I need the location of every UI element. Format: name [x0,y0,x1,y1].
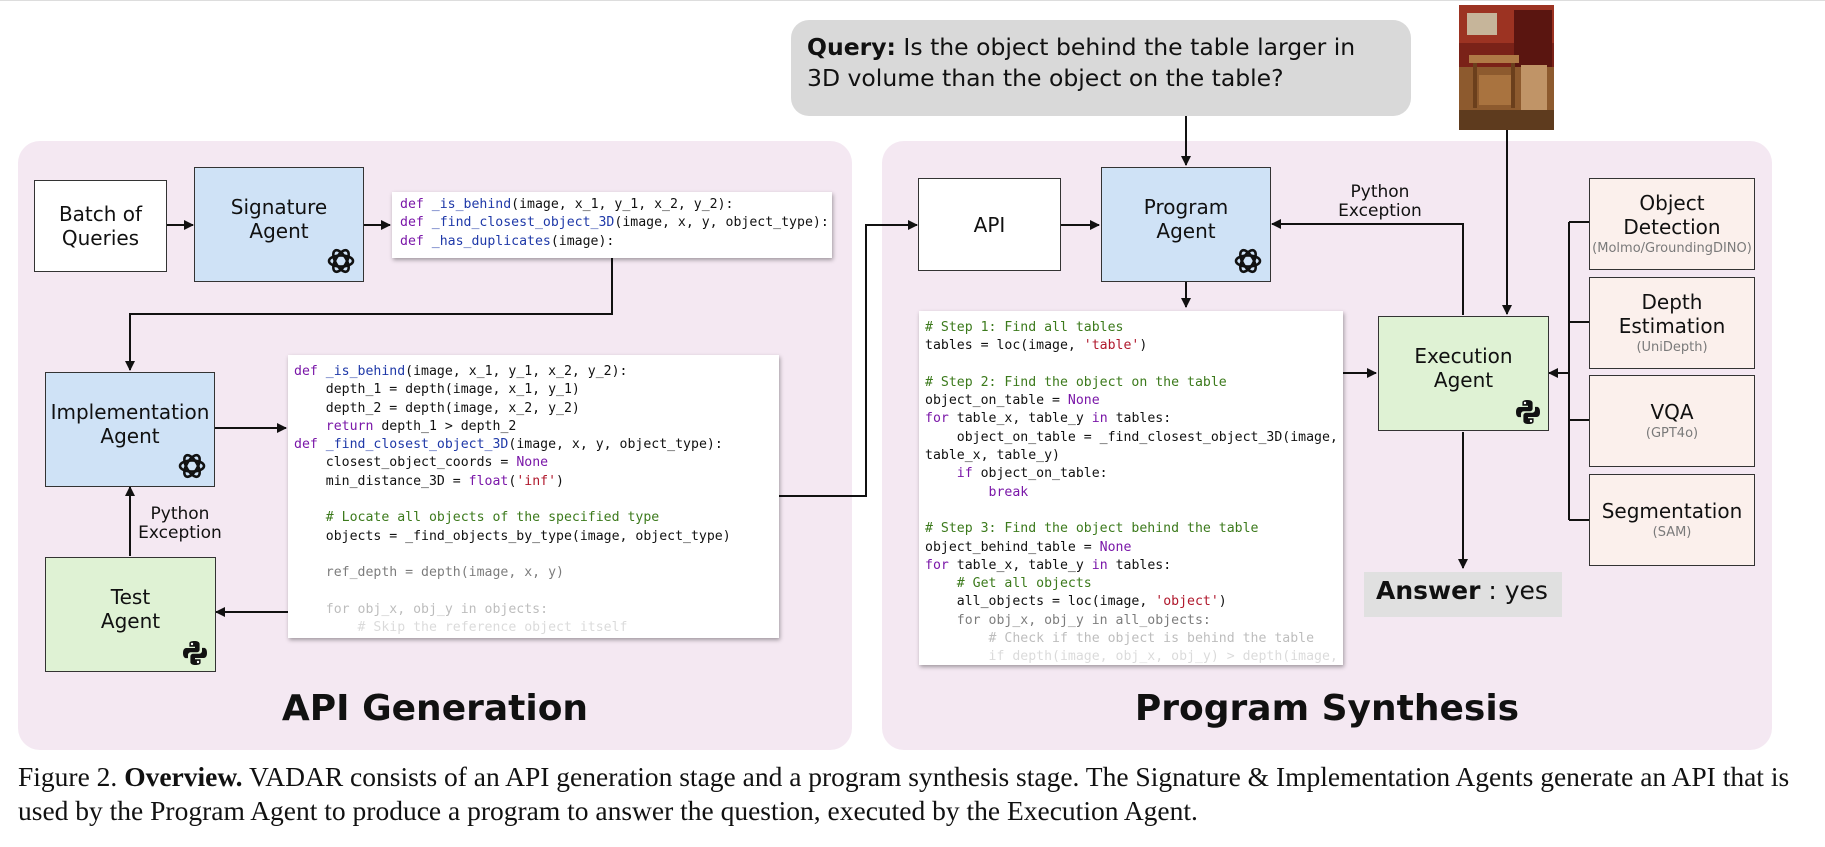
implementation-code-line: for obj_x, obj_y in objects: [294,601,549,617]
answer-value: : yes [1480,576,1548,605]
program-code-line: object_on_table = None [925,393,1100,409]
program-code-line: all_objects = loc(image, 'object') [925,594,1227,610]
implementation-code-line [294,546,773,564]
caption-prefix: Figure 2. [18,761,125,792]
implementation-code-line: min_distance_3D = float('inf') [294,473,564,489]
python-logo-icon [183,641,207,665]
arrow-code-to-implementation [125,258,613,371]
program-code-line: break [925,484,1029,500]
implementation-code-line: depth_2 = depth(image, x_2, y_2) [294,400,580,416]
top-border [0,0,1825,1]
signature-code-snippet: def _is_behind(image, x_1, y_1, x_2, y_2… [392,192,832,258]
query-text: Is the object behind the table larger in… [807,33,1356,92]
implementation-agent-box: Implementation Agent [45,372,215,487]
arrow-execution-to-program [1271,219,1464,315]
arrow-code-to-api [778,220,918,497]
implementation-agent-label: Implementation Agent [50,399,210,448]
batch-of-queries-box: Batch of Queries [34,180,167,272]
implementation-code-line [294,583,773,601]
batch-of-queries-label: Batch of Queries [58,202,143,250]
tool-name: VQA [1650,400,1694,425]
api-label: API [973,212,1006,237]
implementation-code-line: def _find_closest_object_3D(image, x, y,… [294,437,723,453]
program-code-line: # Step 1: Find all tables [925,320,1124,335]
implementation-code-line: return depth_1 > depth_2 [294,418,517,434]
api-box: API [918,178,1061,271]
signature-agent-label: Signature Agent [230,194,328,243]
program-code-line: table_x, table_y) [925,448,1060,464]
left-python-exception-label: Python Exception [138,504,222,543]
program-code-line: object_on_table = _find_closest_object_3… [925,429,1338,445]
program-code-line: if object_on_table: [925,466,1108,482]
signature-agent-box: Signature Agent [194,167,364,282]
execution-agent-box: Execution Agent [1378,316,1549,431]
caption-bold: Overview. [124,761,243,792]
program-code-line: tables = loc(image, 'table') [925,338,1148,354]
program-code-line: # Get all objects [925,576,1092,592]
tool-object-detection: Object Detection (Molmo/GroundingDINO) [1589,178,1755,270]
program-code-line: for obj_x, obj_y in all_objects: [925,612,1211,628]
execution-agent-label: Execution Agent [1414,343,1513,392]
test-agent-label: Test Agent [100,584,161,633]
program-code-line: # Step 3: Find the object behind the tab… [925,521,1259,537]
program-code-snippet: # Step 1: Find all tables tables = loc(im… [919,311,1343,665]
tool-segmentation: Segmentation (SAM) [1589,474,1755,566]
api-generation-title: API Generation [281,688,589,729]
python-logo-icon [1516,400,1540,424]
implementation-code-line: depth_1 = depth(image, x_1, y_1) [294,382,580,398]
caption-text: VADAR consists of an API generation stag… [18,761,1790,826]
program-code-line: for table_x, table_y in tables: [925,557,1172,573]
program-code-line [925,502,1337,520]
implementation-code-line: # Skip the reference object itself [294,620,628,636]
right-python-exception-label: Python Exception [1338,182,1422,221]
openai-logo-icon [1234,248,1262,274]
program-synthesis-title: Program Synthesis [1134,688,1520,729]
query-bubble: Query: Is the object behind the table la… [791,20,1411,116]
test-agent-box: Test Agent [45,557,216,672]
tool-name: Segmentation [1601,499,1743,524]
openai-logo-icon [327,248,355,274]
signature-code-line: def _is_behind(image, x_1, y_1, x_2, y_2… [400,197,734,212]
tools-bus [1568,221,1589,521]
implementation-code-line: def _is_behind(image, x_1, y_1, x_2, y_2… [294,364,628,379]
tool-name: Object Detection [1623,191,1721,240]
scene-photo [1459,5,1554,130]
implementation-code-line [294,491,773,509]
answer-box: Answer : yes [1364,572,1562,617]
program-code-line: object_behind_table = None [925,539,1132,555]
tool-sub: (Molmo/GroundingDINO) [1592,241,1752,257]
tool-sub: (GPT4o) [1645,426,1699,442]
figure-caption: Figure 2. Overview. VADAR consists of an… [18,760,1818,828]
tool-name: Depth Estimation [1618,290,1726,339]
implementation-code-line: # Locate all objects of the specified ty… [294,510,660,526]
program-code-line: for table_x, table_y in tables: [925,411,1172,427]
implementation-code-snippet: def _is_behind(image, x_1, y_1, x_2, y_2… [288,355,779,638]
program-agent-box: Program Agent [1101,167,1271,282]
query-label: Query: [807,33,896,61]
implementation-code-line: objects = _find_objects_by_type(image, o… [294,528,731,544]
tool-sub: (SAM) [1652,525,1692,541]
implementation-code-line: ref_depth = depth(image, x, y) [294,565,564,581]
program-code-line: if depth(image, obj_x, obj_y) > depth(im… [925,649,1338,665]
signature-code-line: def _has_duplicates(image): [400,233,615,249]
openai-logo-icon [178,453,206,479]
program-code-line: # Step 2: Find the object on the table [925,374,1227,390]
signature-code-line: def _find_closest_object_3D(image, x, y,… [400,215,829,231]
implementation-code-line: closest_object_coords = None [294,455,549,471]
program-code-line: # Check if the object is behind the tabl… [925,631,1315,647]
answer-label: Answer [1376,576,1481,605]
program-agent-label: Program Agent [1143,194,1229,243]
program-code-line [925,356,1337,374]
tool-sub: (UniDepth) [1636,340,1708,356]
tool-vqa: VQA (GPT4o) [1589,375,1755,467]
tool-depth-estimation: Depth Estimation (UniDepth) [1589,277,1755,369]
